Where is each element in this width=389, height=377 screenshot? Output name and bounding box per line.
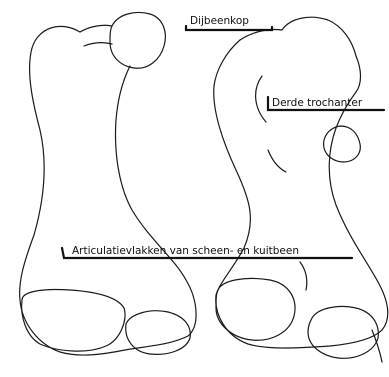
femoral-head-label-text: Dijbeenkop — [190, 15, 249, 27]
right-condyle-lateral — [308, 306, 378, 358]
articular-surfaces-label-text: Articulatievlakken van scheen- en kuitbe… — [72, 245, 299, 257]
left-condyle-medial — [22, 289, 125, 351]
left-femur-outline — [20, 25, 196, 355]
third-trochanter — [324, 126, 361, 162]
right-condyle-medial — [216, 278, 295, 340]
label-articular-surfaces: Articulatievlakken van scheen- en kuitbe… — [62, 245, 352, 258]
label-femoral-head: Dijbeenkop — [186, 15, 272, 30]
left-femoral-head — [110, 13, 165, 69]
left-condyle-lateral — [126, 311, 191, 355]
label-third-trochanter: Derde trochanter — [268, 97, 384, 110]
third-trochanter-label-text: Derde trochanter — [272, 97, 363, 109]
